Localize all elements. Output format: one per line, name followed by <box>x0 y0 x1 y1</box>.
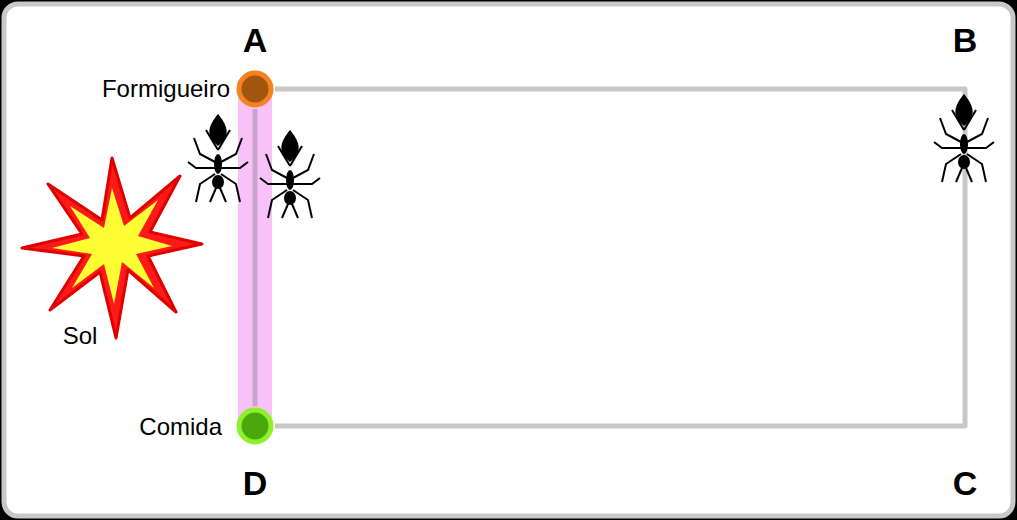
node-label: Formigueiro <box>102 77 230 101</box>
point-letter: D <box>243 466 268 500</box>
sun-star <box>22 158 202 338</box>
ant-icon <box>188 114 248 202</box>
point-letter: C <box>953 466 978 500</box>
node-circle-shape <box>235 69 275 109</box>
ant-icon <box>934 94 994 182</box>
point-letter: A <box>243 23 268 57</box>
ant-icon <box>260 130 320 218</box>
path-node-circle: AFormigueiro <box>235 69 275 109</box>
node-circle-shape <box>235 406 275 446</box>
point-letter: B <box>953 23 978 57</box>
node-label: Comida <box>139 415 222 439</box>
path-node-circle: ComidaD <box>235 406 275 446</box>
path-line <box>275 89 965 426</box>
highlight-band <box>238 89 272 426</box>
sun-label: Sol <box>63 324 98 348</box>
path-line <box>253 109 258 406</box>
